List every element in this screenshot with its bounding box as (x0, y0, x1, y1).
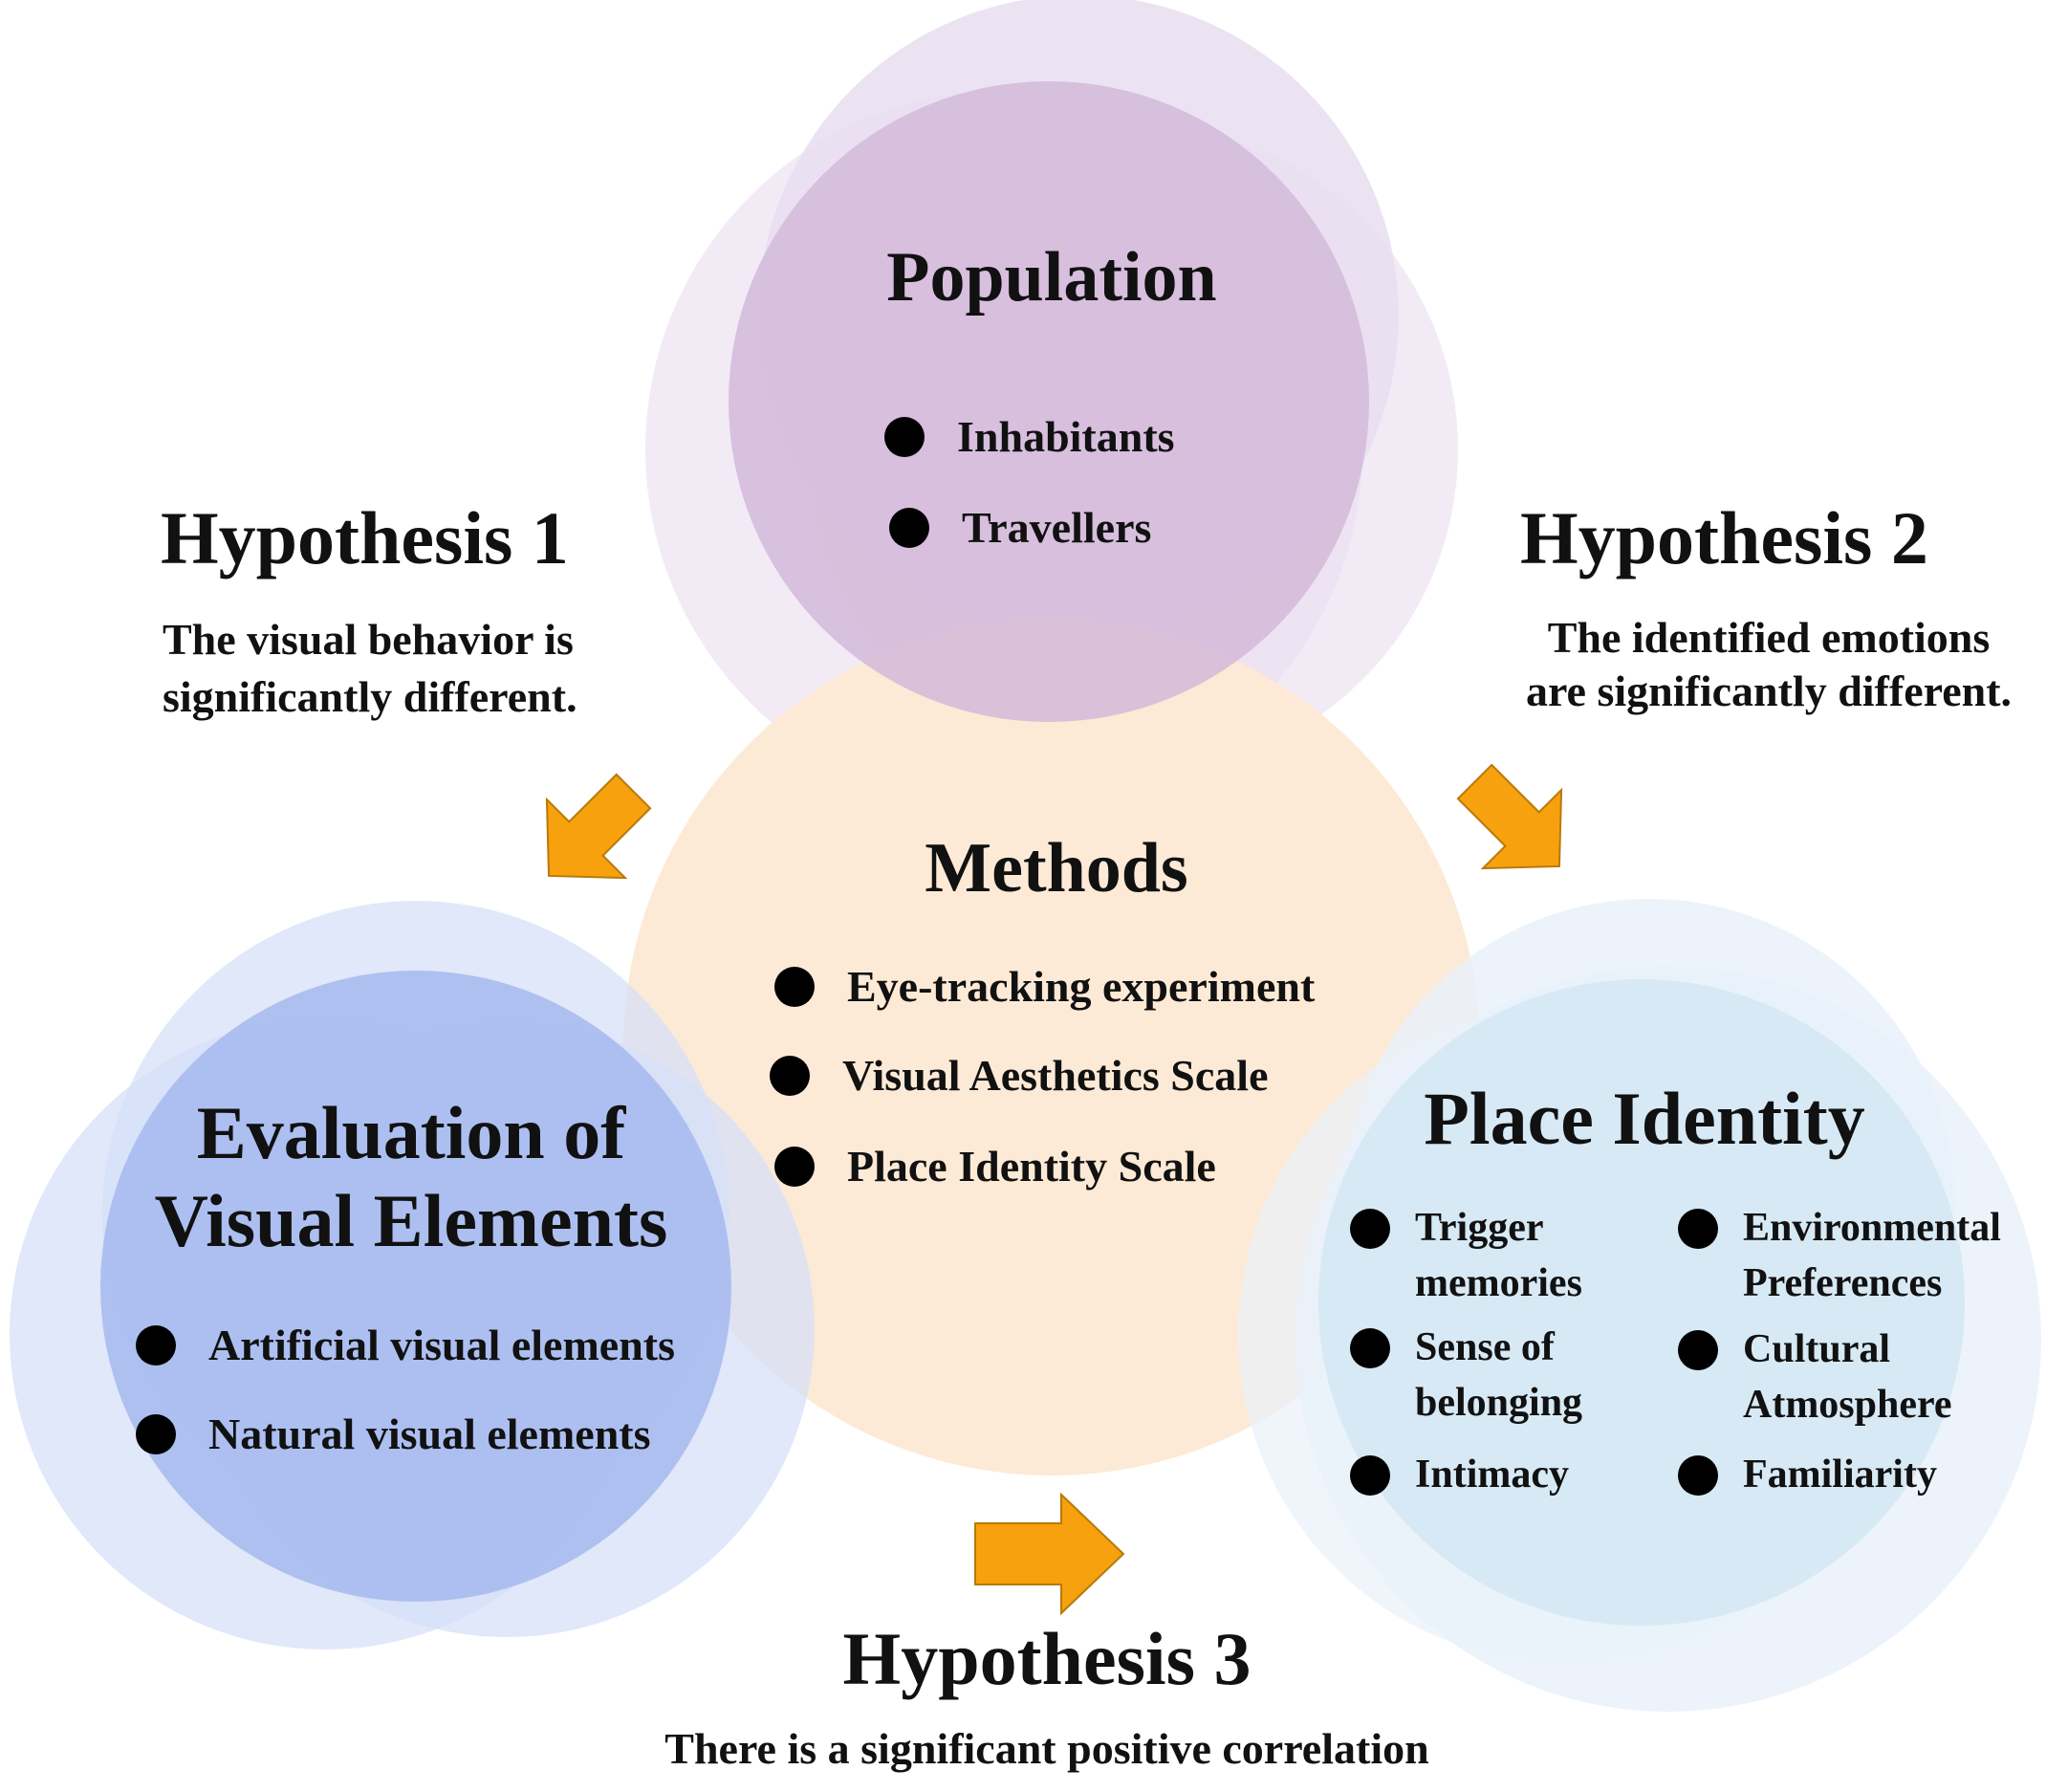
methods-item-place-identity-scale: Place Identity Scale (774, 1141, 1216, 1191)
bullet-icon (770, 1055, 810, 1096)
place-identity-core-circle (1318, 979, 1965, 1626)
place-identity-item-familiarity: Familiarity (1678, 1447, 1937, 1502)
hypothesis-2-title: Hypothesis 2 (1520, 496, 1928, 579)
place-identity-item-environmental-preferences: Environmental Preferences (1678, 1200, 2001, 1311)
methods-item-label: Visual Aesthetics Scale (842, 1051, 1269, 1100)
evaluation-item-label: Natural visual elements (208, 1410, 651, 1458)
hypothesis-3-title: Hypothesis 3 (842, 1617, 1252, 1700)
bullet-icon (774, 1146, 815, 1187)
methods-item-visual-aesthetics: Visual Aesthetics Scale (770, 1050, 1269, 1101)
place-identity-item-intimacy: Intimacy (1350, 1447, 1569, 1502)
place-identity-item-sense-of-belonging: Sense of belonging (1350, 1320, 1582, 1431)
bullet-icon (884, 416, 925, 457)
evaluation-title-line-2: Visual Elements (154, 1179, 668, 1262)
place-identity-item-line-1: Trigger (1415, 1206, 1544, 1250)
population-item-label: Travellers (962, 503, 1152, 552)
arrow-hypothesis-2 (1456, 763, 1563, 870)
hypothesis-1-line-2: significantly different. (163, 672, 577, 721)
methods-title: Methods (925, 829, 1188, 907)
bullet-icon (889, 507, 929, 548)
place-identity-title: Place Identity (1424, 1077, 1865, 1160)
hypothesis-2-line-2: are significantly different. (1525, 667, 2013, 715)
evaluation-core-circle (100, 971, 731, 1602)
hypothesis-2-line-1: The identified emotions (1547, 613, 1991, 662)
methods-item-label: Eye-tracking experiment (847, 962, 1316, 1011)
population-core-circle (729, 81, 1369, 722)
place-identity-item-cultural-atmosphere: Cultural Atmosphere (1678, 1322, 1952, 1432)
place-identity-item-line-2: Atmosphere (1743, 1383, 1952, 1427)
bullet-icon (1350, 1328, 1390, 1368)
bullet-icon (774, 966, 815, 1007)
population-item-inhabitants: Inhabitants (884, 411, 1175, 462)
population-title: Population (886, 238, 1217, 317)
population-item-travellers: Travellers (889, 502, 1151, 553)
place-identity-item-line-1: Sense of (1415, 1325, 1555, 1369)
place-identity-item-line-2: memories (1415, 1261, 1582, 1305)
bullet-icon (136, 1324, 176, 1366)
hypothesis-1-line-1: The visual behavior is (163, 615, 574, 664)
place-identity-item-text: Cultural Atmosphere (1743, 1322, 1952, 1432)
bullet-icon (1678, 1455, 1718, 1496)
evaluation-item-label: Artificial visual elements (208, 1321, 676, 1369)
bullet-icon (1350, 1455, 1390, 1496)
evaluation-item-natural: Natural visual elements (136, 1409, 651, 1459)
population-item-label: Inhabitants (957, 412, 1175, 461)
methods-item-label: Place Identity Scale (847, 1142, 1216, 1191)
hypothesis-3-line-1: There is a significant positive correlat… (664, 1724, 1429, 1773)
place-identity-item-text: Environmental Preferences (1743, 1200, 2001, 1311)
evaluation-title-line-1: Evaluation of (196, 1091, 626, 1174)
bullet-icon (1678, 1209, 1718, 1249)
bullet-icon (136, 1413, 176, 1454)
place-identity-item-line-1: Cultural (1743, 1327, 1891, 1371)
place-identity-item-line-2: belonging (1415, 1381, 1583, 1425)
evaluation-circle-group (10, 901, 815, 1650)
place-identity-circle-group (1238, 899, 2041, 1712)
place-identity-item-text: Trigger memories (1415, 1200, 1582, 1311)
hypothesis-1-title: Hypothesis 1 (161, 496, 569, 579)
arrow-hypothesis-1 (545, 773, 652, 880)
place-identity-item-line-2: Preferences (1743, 1261, 1943, 1305)
place-identity-item-trigger-memories: Trigger memories (1350, 1200, 1582, 1311)
evaluation-item-artificial: Artificial visual elements (136, 1320, 675, 1370)
bullet-icon (1350, 1209, 1390, 1249)
methods-item-eye-tracking: Eye-tracking experiment (774, 961, 1315, 1012)
place-identity-item-line-1: Environmental (1743, 1206, 2001, 1250)
place-identity-item-text: Sense of belonging (1415, 1320, 1582, 1431)
place-identity-item-text: Intimacy (1415, 1453, 1569, 1497)
arrow-hypothesis-3 (974, 1492, 1125, 1616)
bullet-icon (1678, 1330, 1718, 1370)
place-identity-item-text: Familiarity (1743, 1453, 1937, 1497)
